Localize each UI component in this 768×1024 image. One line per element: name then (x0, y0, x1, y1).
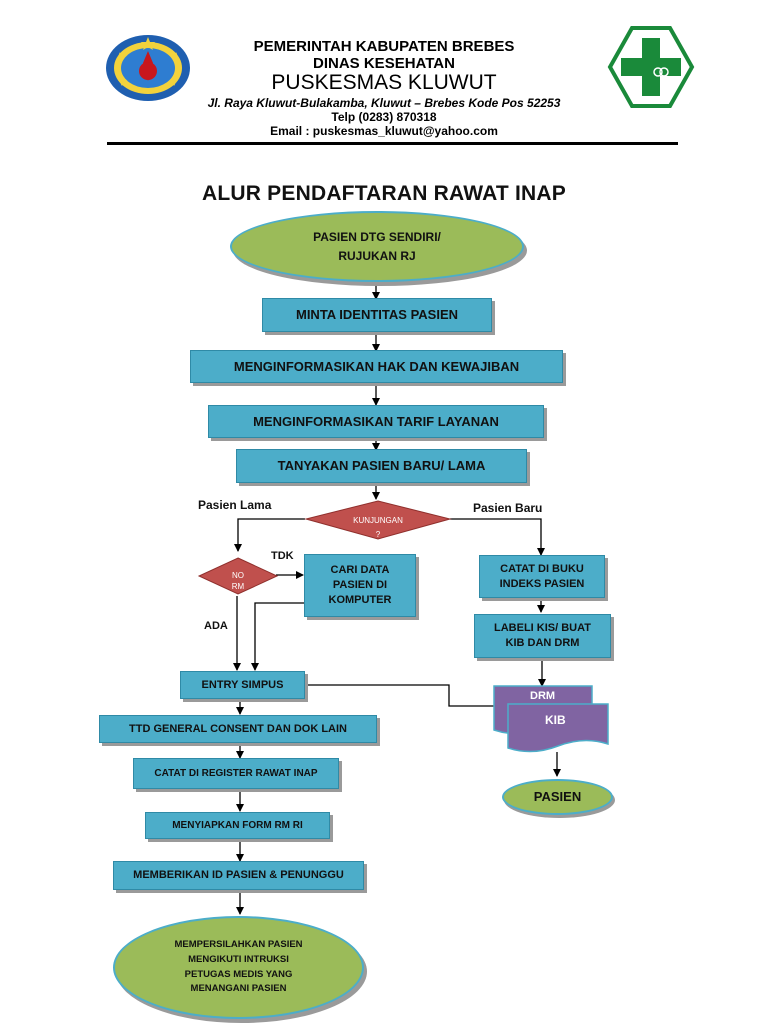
register-step: CATAT DI REGISTER RAWAT INAP (133, 758, 339, 789)
page-title: ALUR PENDAFTARAN RAWAT INAP (202, 182, 566, 205)
label-line1: LABELI KIS/ BUAT (494, 622, 591, 635)
end-line3: PETUGAS MEDIS YANG (184, 968, 293, 980)
search-line1: CARI DATA (330, 564, 390, 577)
search-line3: KOMPUTER (328, 593, 392, 606)
label-pasien-lama: Pasien Lama (198, 498, 272, 512)
label-line2: KIB DAN DRM (505, 637, 580, 649)
label-tdk: TDK (271, 550, 294, 562)
no-rm-decision (197, 557, 279, 595)
kunjungan-decision-label: KUNJUNGAN (353, 516, 403, 525)
puskesmas-green-cross-icon (606, 24, 696, 110)
kunjungan-decision (304, 500, 452, 540)
header-puskesmas: PUSKESMAS KLUWUT (271, 71, 497, 94)
kabupaten-brebes-emblem-icon (105, 33, 191, 103)
no-rm-decision-label: NO (232, 571, 244, 580)
kunjungan-decision-mark: ? (375, 530, 381, 539)
start-oval-line1: PASIEN DTG SENDIRI/ (313, 229, 441, 244)
rights-step: MENGINFORMASIKAN HAK DAN KEWAJIBAN (190, 350, 563, 383)
entry-simpus-step: ENTRY SIMPUS (180, 671, 305, 699)
index-book-step: CATAT DI BUKU INDEKS PASIEN (479, 555, 605, 598)
general-consent-step: TTD GENERAL CONSENT DAN DOK LAIN (99, 715, 377, 743)
end-line4: MENANGANI PASIEN (190, 983, 287, 995)
pasien-terminal: PASIEN (502, 779, 613, 815)
identity-step: MINTA IDENTITAS PASIEN (262, 298, 492, 332)
book-line2: INDEKS PASIEN (499, 577, 585, 590)
end-line1: MEMPERSILAHKAN PASIEN (174, 939, 303, 951)
prepare-form-step: MENYIAPKAN FORM RM RI (145, 812, 330, 839)
end-line2: MENGIKUTI INTRUKSI (188, 953, 289, 965)
drm-kib-documents (493, 685, 609, 753)
give-id-step: MEMBERIKAN ID PASIEN & PENUNGGU (113, 861, 364, 890)
search-line2: PASIEN DI (332, 579, 388, 592)
book-line1: CATAT DI BUKU (500, 562, 584, 575)
start-oval-line2: RUJUKAN RJ (338, 248, 416, 263)
start-oval: PASIEN DTG SENDIRI/ RUJUKAN RJ (230, 211, 524, 282)
end-oval: MEMPERSILAHKAN PASIEN MENGIKUTI INTRUKSI… (113, 916, 364, 1019)
ask-new-old-step: TANYAKAN PASIEN BARU/ LAMA (236, 449, 527, 483)
header-email: Email : puskesmas_kluwut@yahoo.com (270, 124, 498, 138)
search-computer-step: CARI DATA PASIEN DI KOMPUTER (304, 554, 416, 617)
no-rm-decision-label-2: RM (231, 582, 245, 590)
header-phone: Telp (0283) 870318 (331, 110, 437, 124)
header-address: Jl. Raya Kluwut-Bulakamba, Kluwut – Breb… (207, 96, 561, 110)
tariff-step: MENGINFORMASIKAN TARIF LAYANAN (208, 405, 544, 438)
label-ada: ADA (204, 620, 228, 632)
header-department: DINAS KESEHATAN (313, 55, 455, 72)
header-government: PEMERINTAH KABUPATEN BREBES (253, 38, 515, 55)
label-kis-step: LABELI KIS/ BUAT KIB DAN DRM (474, 614, 611, 658)
drm-document-label: DRM (530, 690, 556, 702)
kib-document-label: KIB (545, 713, 566, 727)
label-pasien-baru: Pasien Baru (473, 501, 543, 515)
header-divider (107, 142, 678, 145)
